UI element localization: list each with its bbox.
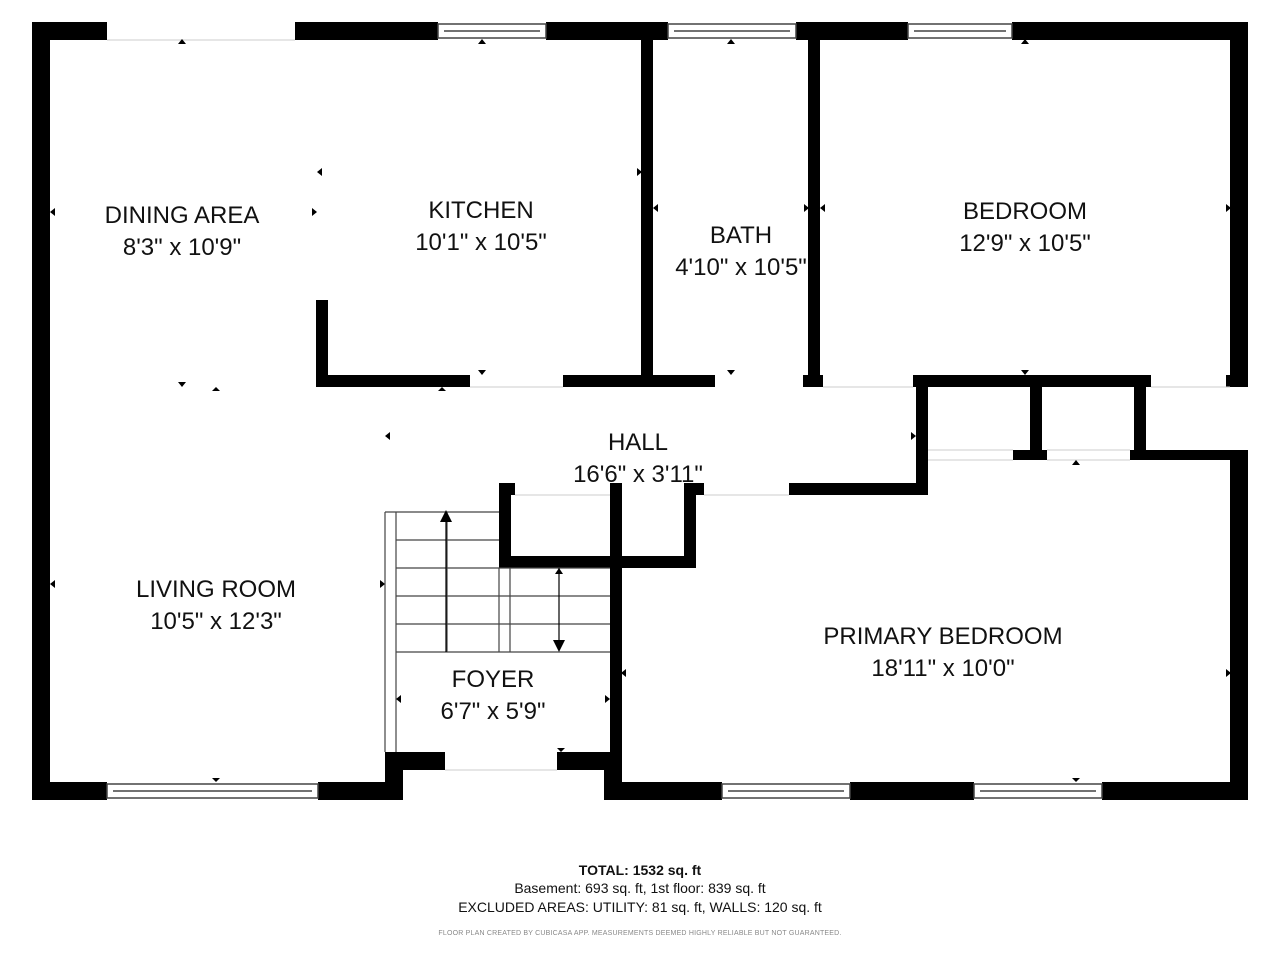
marker xyxy=(50,580,55,588)
walls xyxy=(32,22,1248,800)
marker xyxy=(438,387,446,391)
marker xyxy=(385,432,390,440)
wall xyxy=(796,22,908,40)
wall xyxy=(499,483,511,568)
wall xyxy=(316,300,328,387)
marker xyxy=(1072,778,1080,782)
wall xyxy=(32,782,107,800)
room-label-living: LIVING ROOM 10'5" x 12'3" xyxy=(136,574,296,638)
room-size: 18'11" x 10'0" xyxy=(871,655,1015,682)
wall xyxy=(1134,375,1146,460)
wall xyxy=(563,375,715,387)
room-label-bedroom: BEDROOM 12'9" x 10'5" xyxy=(959,196,1091,260)
wall xyxy=(694,483,704,495)
stair-arrow-down xyxy=(553,640,565,652)
room-size: 10'5" x 12'3" xyxy=(150,608,282,635)
stair-arrow-top xyxy=(555,568,563,574)
wall xyxy=(1012,22,1248,40)
wall xyxy=(1230,22,1248,387)
marker xyxy=(1021,370,1029,375)
room-size: 4'10" x 10'5" xyxy=(675,254,807,281)
stair-arrow-up xyxy=(440,510,452,522)
excluded-areas: EXCLUDED AREAS: UTILITY: 81 sq. ft, WALL… xyxy=(458,899,822,915)
wall xyxy=(610,483,622,783)
marker xyxy=(478,39,486,44)
room-name: PRIMARY BEDROOM xyxy=(823,623,1063,650)
wall xyxy=(604,782,722,800)
wall xyxy=(808,40,820,387)
room-label-bath: BATH 4'10" x 10'5" xyxy=(675,220,807,284)
marker xyxy=(312,208,317,216)
floor-areas: Basement: 693 sq. ft, 1st floor: 839 sq.… xyxy=(514,880,766,896)
marker xyxy=(727,39,735,44)
wall xyxy=(499,556,696,568)
room-name: HALL xyxy=(607,429,669,456)
wall xyxy=(684,483,696,568)
wall xyxy=(1030,375,1042,460)
room-name: FOYER xyxy=(451,666,535,693)
room-size: 10'1" x 10'5" xyxy=(415,229,547,256)
windows xyxy=(106,23,1103,799)
marker xyxy=(1021,39,1029,44)
room-label-dining: DINING AREA 8'3" x 10'9" xyxy=(105,200,260,264)
wall xyxy=(641,40,653,387)
room-name: BATH xyxy=(709,222,773,249)
wall xyxy=(1130,450,1248,460)
marker xyxy=(911,432,916,440)
room-label-primary-bedroom: PRIMARY BEDROOM 18'11" x 10'0" xyxy=(823,621,1062,685)
wall xyxy=(1230,450,1248,800)
wall xyxy=(32,22,50,800)
room-size: 12'9" x 10'5" xyxy=(959,230,1091,257)
marker xyxy=(1226,204,1231,212)
marker xyxy=(380,580,385,588)
room-name: BEDROOM xyxy=(962,198,1087,225)
wall xyxy=(32,22,107,40)
wall xyxy=(318,782,403,800)
openings xyxy=(107,39,1230,771)
dimension-markers xyxy=(50,39,1231,782)
marker xyxy=(727,370,735,375)
credit-text: FLOOR PLAN CREATED BY CUBICASA APP. MEAS… xyxy=(438,930,842,937)
room-name: KITCHEN xyxy=(428,197,534,224)
wall xyxy=(789,483,928,495)
marker xyxy=(637,168,642,176)
marker xyxy=(653,204,658,212)
marker xyxy=(212,778,220,782)
marker xyxy=(1226,669,1231,677)
marker xyxy=(605,695,610,703)
wall xyxy=(546,22,668,40)
marker xyxy=(178,39,186,44)
wall xyxy=(916,375,928,495)
wall xyxy=(316,375,470,387)
marker xyxy=(50,208,55,216)
marker xyxy=(317,168,322,176)
room-size: 6'7" x 5'9" xyxy=(440,698,546,725)
wall xyxy=(850,782,974,800)
wall xyxy=(295,22,438,40)
room-name: DINING AREA xyxy=(104,202,260,229)
stairs xyxy=(384,510,610,752)
wall xyxy=(1102,782,1248,800)
room-name: LIVING ROOM xyxy=(135,576,297,603)
marker xyxy=(178,382,186,387)
marker xyxy=(1072,460,1080,465)
marker xyxy=(478,370,486,375)
total-area: TOTAL: 1532 sq. ft xyxy=(578,862,702,878)
room-size: 8'3" x 10'9" xyxy=(122,234,242,261)
marker xyxy=(621,669,626,677)
marker xyxy=(212,387,220,391)
marker xyxy=(396,695,401,703)
wall xyxy=(385,752,445,770)
marker xyxy=(804,204,809,212)
wall xyxy=(1013,450,1047,460)
room-label-foyer: FOYER 6'7" x 5'9" xyxy=(441,664,546,728)
marker xyxy=(557,748,565,752)
room-size: 16'6" x 3'11" xyxy=(573,461,703,488)
room-label-hall: HALL 16'6" x 3'11" xyxy=(573,427,703,491)
room-label-kitchen: KITCHEN 10'1" x 10'5" xyxy=(415,195,547,259)
wall xyxy=(1226,375,1232,387)
wall xyxy=(803,375,823,387)
marker xyxy=(820,204,825,212)
